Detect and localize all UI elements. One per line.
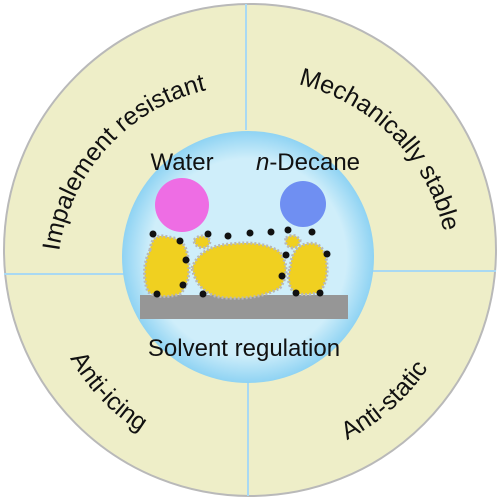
dot [153, 290, 161, 298]
dot [246, 229, 254, 237]
decane-label-prefix: n [256, 149, 269, 176]
dot [224, 232, 232, 240]
dot [199, 290, 207, 298]
dot [204, 230, 212, 238]
decane-label-suffix: -Decane [269, 149, 360, 176]
dot [176, 237, 184, 245]
particle-center [190, 241, 288, 300]
dot [308, 228, 316, 236]
dot [267, 228, 275, 236]
nanoparticle-dots [149, 226, 331, 298]
particle-small-left [192, 234, 212, 250]
water-label: Water [150, 149, 213, 176]
decane-droplet [280, 181, 326, 227]
particle-layer [143, 233, 329, 300]
water-droplet [155, 178, 209, 232]
dot [278, 272, 286, 280]
dot [179, 281, 187, 289]
particle-small-right [284, 233, 302, 250]
dot [292, 289, 300, 297]
substrate [140, 295, 348, 319]
dot [284, 226, 292, 234]
decane-label: n-Decane [256, 149, 360, 176]
center-caption: Solvent regulation [148, 335, 340, 362]
dot [282, 251, 290, 259]
dot [323, 250, 331, 258]
particle-left [143, 234, 191, 299]
quadrant-dividers [4, 4, 496, 496]
dot [182, 256, 190, 264]
dot [149, 230, 157, 238]
dot [316, 289, 324, 297]
particle-right [286, 241, 329, 297]
